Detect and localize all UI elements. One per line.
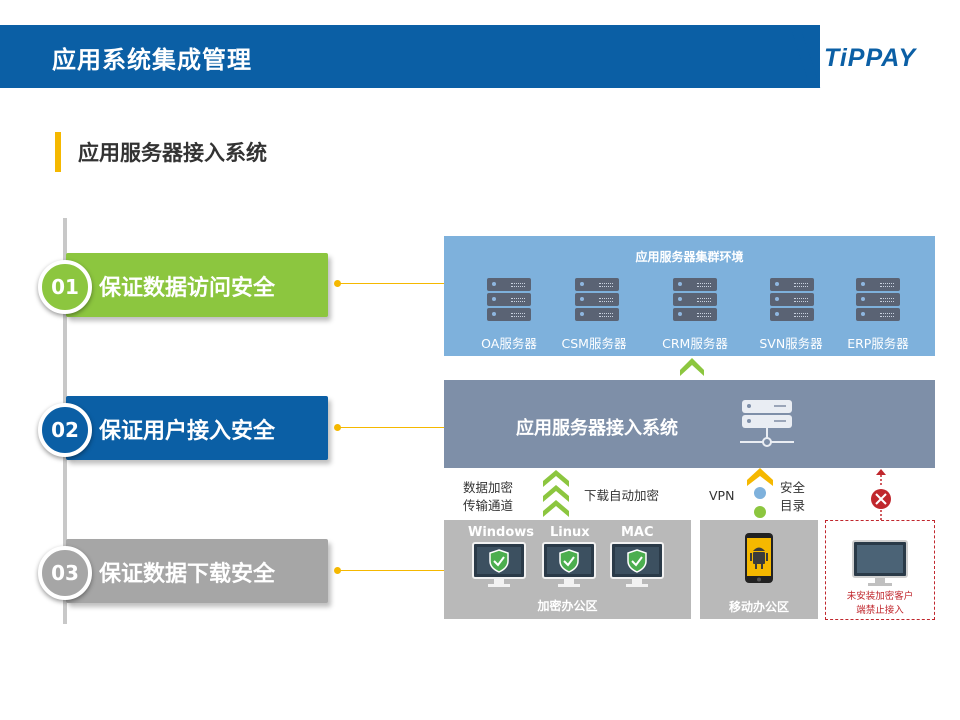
mobile-android-icon xyxy=(745,533,773,583)
server-icon xyxy=(575,278,619,323)
server-icon xyxy=(856,278,900,323)
vpn-label: VPN xyxy=(709,488,735,503)
access-server-icon xyxy=(740,400,794,447)
server-label-erp: ERP服务器 xyxy=(847,336,909,351)
brand-logo: TiPPAY xyxy=(824,44,917,72)
section-marker xyxy=(55,132,61,172)
download-auto-encrypt: 下载自动加密 xyxy=(584,488,660,503)
feature-number-3: 03 xyxy=(38,546,92,600)
access-system-title: 应用服务器接入系统 xyxy=(516,418,678,439)
mobile-office-label: 移动办公区 xyxy=(728,600,789,614)
chevrons-up-icon xyxy=(543,470,569,517)
feature-bar-1 xyxy=(66,253,328,317)
connector-dot-1 xyxy=(334,280,341,287)
secure-dir-line1: 安全 xyxy=(780,480,806,495)
header-background xyxy=(0,25,820,88)
forbidden-text-line2: 端禁止接入 xyxy=(856,605,904,616)
page-title: 应用系统集成管理 xyxy=(52,46,252,74)
forbidden-text-line1: 未安装加密客户 xyxy=(846,591,914,602)
os-label-mac: MAC xyxy=(621,525,654,540)
monitor-shield-icon xyxy=(542,542,596,587)
server-icon xyxy=(770,278,814,323)
feature-bar-3 xyxy=(66,539,328,603)
secure-channel-icon xyxy=(747,468,773,518)
connector-line-3 xyxy=(338,570,444,571)
access-system-panel xyxy=(444,380,935,468)
feature-number-2: 02 xyxy=(38,403,92,457)
chevron-up-icon xyxy=(680,358,704,376)
encrypted-office-label: 加密办公区 xyxy=(537,599,598,613)
server-label-oa: OA服务器 xyxy=(481,336,537,351)
server-label-csm: CSM服务器 xyxy=(561,336,627,351)
server-icon xyxy=(673,278,717,323)
monitor-shield-icon xyxy=(472,542,526,587)
blocked-access-icon xyxy=(871,469,891,521)
section-title: 应用服务器接入系统 xyxy=(78,141,267,165)
feature-number-1: 01 xyxy=(38,260,92,314)
feature-label-3: 保证数据下载安全 xyxy=(99,562,276,587)
connector-line-1 xyxy=(338,283,444,284)
os-label-linux: Linux xyxy=(550,525,590,540)
connector-line-2 xyxy=(338,427,444,428)
monitor-icon xyxy=(852,540,908,586)
secure-dir-line2: 目录 xyxy=(780,498,806,513)
server-label-crm: CRM服务器 xyxy=(662,336,728,351)
connector-dot-3 xyxy=(334,567,341,574)
os-label-windows: Windows xyxy=(468,525,535,540)
feature-bar-2 xyxy=(66,396,328,460)
connector-dot-2 xyxy=(334,424,341,431)
encrypt-channel-line2: 传输通道 xyxy=(463,498,514,513)
server-label-svn: SVN服务器 xyxy=(759,336,823,351)
feature-label-2: 保证用户接入安全 xyxy=(99,419,276,444)
server-icon xyxy=(487,278,531,323)
monitor-shield-icon xyxy=(610,542,664,587)
cluster-title: 应用服务器集群环境 xyxy=(635,250,744,264)
feature-label-1: 保证数据访问安全 xyxy=(99,276,276,301)
encrypt-channel-line1: 数据加密 xyxy=(463,480,514,495)
